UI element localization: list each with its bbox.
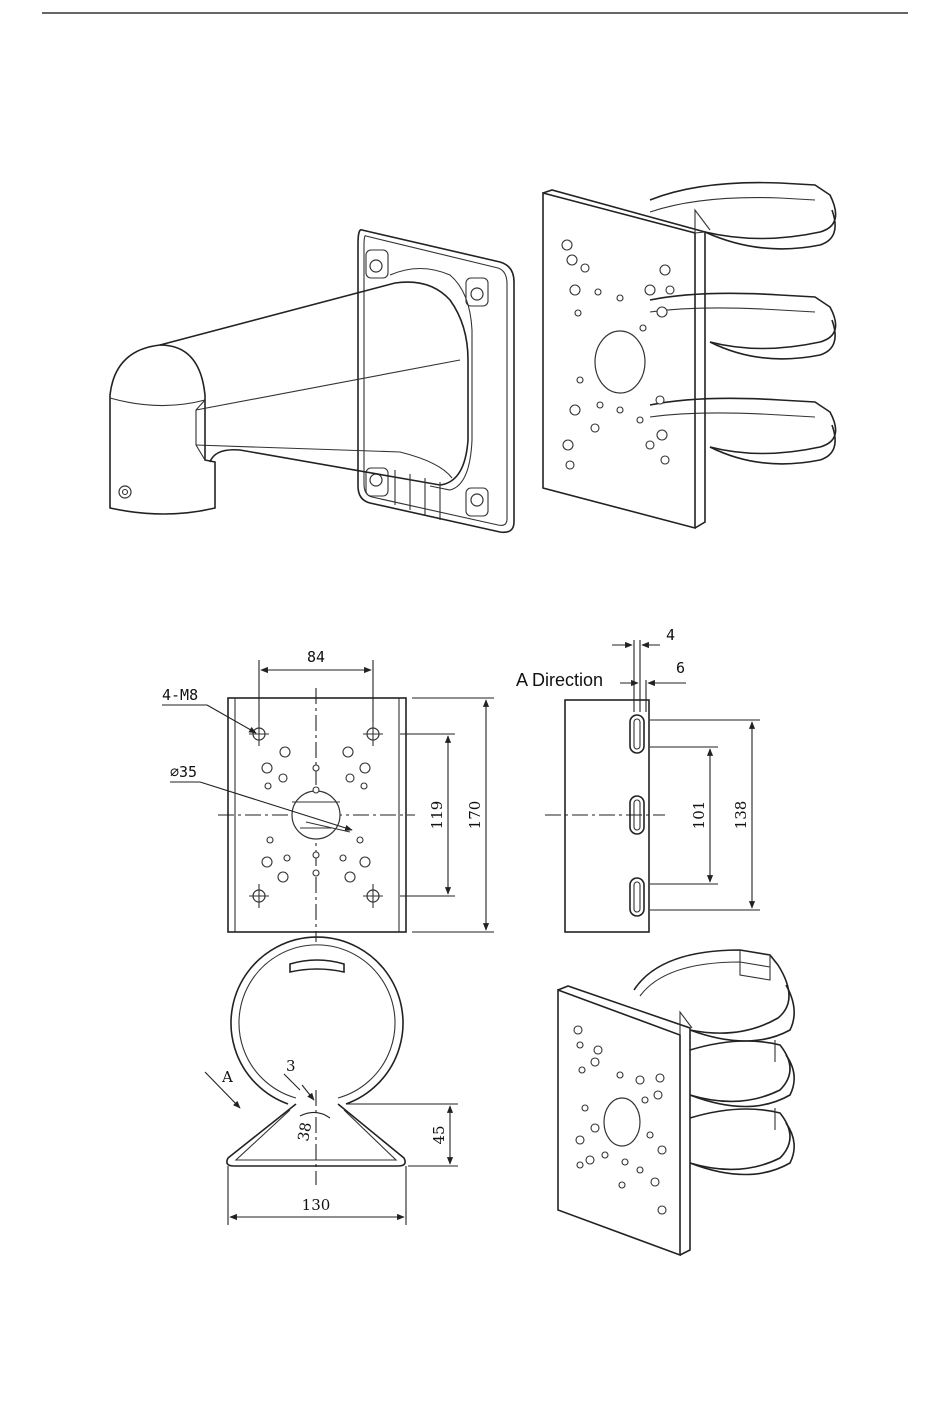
a-direction-label: A Direction <box>516 670 603 690</box>
pole-mount-isometric <box>558 950 794 1255</box>
dim-4m8-label: 4-M8 <box>162 686 198 704</box>
dim-170-label: 170 <box>466 801 484 830</box>
top-view: A 3 38 45 130 <box>205 937 458 1225</box>
dim-38-label: 38 <box>294 1121 315 1143</box>
dim-130-label: 130 <box>302 1196 331 1214</box>
dim-3-label: 3 <box>286 1057 296 1075</box>
dim-6-label: 6 <box>676 659 685 677</box>
dim-45-label: 45 <box>430 1125 448 1144</box>
dim-119-label: 119 <box>428 801 446 830</box>
dim-138-label: 138 <box>732 801 750 830</box>
dim-dia35-label: ⌀35 <box>170 763 197 781</box>
dim-84-label: 84 <box>307 648 325 666</box>
wall-plate-bolt-holes <box>366 250 488 516</box>
dim-101-label: 101 <box>690 801 708 830</box>
wall-mount-arm-illustration <box>110 230 514 533</box>
pole-mount-illustration <box>543 183 836 528</box>
side-view: 4 6 A Direction 101 138 <box>516 626 760 932</box>
front-view: 84 4-M8 ⌀35 119 170 <box>162 648 494 942</box>
dim-4-label: 4 <box>666 626 675 644</box>
view-a-label: A <box>221 1068 233 1086</box>
